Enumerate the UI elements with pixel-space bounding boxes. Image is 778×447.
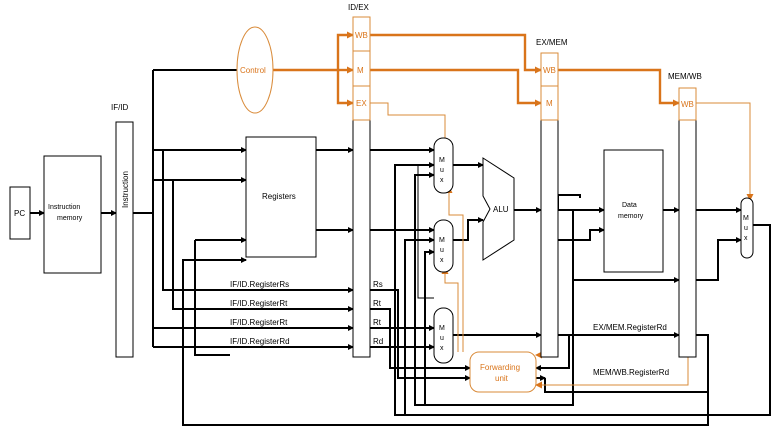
alu-label: ALU (493, 205, 509, 214)
mux-d-u: u (744, 225, 748, 232)
data-memory-label-1: Data (622, 202, 637, 209)
label-rt-2: Rt (373, 318, 382, 327)
instruction-memory-label-2: memory (57, 215, 83, 222)
pc-label: PC (14, 209, 25, 218)
register-file: Registers (245, 136, 317, 258)
mem-wb-wb-label: WB (681, 100, 694, 109)
mem-wb-register: MEM/WB WB (668, 72, 702, 358)
label-if-id-rt-1: IF/ID.RegisterRt (230, 299, 288, 308)
forwarding-unit: Forwarding unit (469, 351, 537, 393)
ex-mem-m-label: M (546, 99, 553, 108)
instruction-label: Instruction (121, 171, 130, 208)
alu-mux-a: M u x (433, 137, 454, 194)
mux-c-x: x (440, 345, 444, 352)
alu: ALU (482, 157, 515, 261)
label-rt-1: Rt (373, 299, 382, 308)
forwarding-unit-label-2: unit (495, 374, 509, 383)
id-ex-register: ID/EX WB M EX (348, 3, 371, 358)
alu-mux-b: M u x (433, 219, 454, 273)
ex-mem-label: EX/MEM (536, 38, 568, 47)
id-ex-ex-label: EX (356, 99, 367, 108)
register-field-labels: IF/ID.RegisterRs IF/ID.RegisterRt IF/ID.… (230, 280, 383, 346)
datapath-wires (30, 69, 771, 426)
mux-a-u: u (440, 167, 444, 174)
mux-c-u: u (440, 335, 444, 342)
regdst-mux: M u x (433, 307, 454, 364)
mux-d-x: x (744, 235, 748, 242)
instruction-memory: Instruction memory (43, 155, 102, 274)
label-if-id-rt-2: IF/ID.RegisterRt (230, 318, 288, 327)
id-ex-label: ID/EX (348, 3, 370, 12)
id-ex-m-label: M (357, 66, 364, 75)
data-memory-label-2: memory (618, 213, 644, 220)
ex-mem-wb-label: WB (543, 66, 556, 75)
id-ex-wb-label: WB (355, 31, 368, 40)
writeback-mux: M u x (740, 197, 754, 259)
control-unit: Control (236, 26, 274, 114)
label-if-id-rs: IF/ID.RegisterRs (230, 280, 289, 289)
label-if-id-rd: IF/ID.RegisterRd (230, 337, 290, 346)
control-label: Control (240, 66, 266, 75)
label-rd: Rd (373, 337, 383, 346)
mux-b-u: u (440, 247, 444, 254)
ex-mem-register: EX/MEM WB M (536, 38, 568, 358)
registers-label: Registers (262, 192, 296, 201)
forwarding-unit-label-1: Forwarding (480, 363, 520, 372)
mux-a-x: x (440, 177, 444, 184)
label-ex-mem-register-rd: EX/MEM.RegisterRd (593, 323, 667, 332)
mux-c-m: M (439, 325, 445, 332)
label-mem-wb-register-rd: MEM/WB.RegisterRd (593, 368, 669, 377)
mux-a-m: M (439, 157, 445, 164)
mux-b-x: x (440, 257, 444, 264)
data-memory: Data memory (603, 149, 664, 273)
pc-register (9, 186, 31, 240)
mux-b-m: M (439, 237, 445, 244)
instruction-memory-label-1: Instruction (48, 204, 80, 211)
label-rs: Rs (373, 280, 383, 289)
mux-d-m: M (743, 215, 749, 222)
mem-wb-label: MEM/WB (668, 72, 702, 81)
if-id-register: IF/ID Instruction (111, 103, 134, 358)
if-id-label: IF/ID (111, 103, 129, 112)
